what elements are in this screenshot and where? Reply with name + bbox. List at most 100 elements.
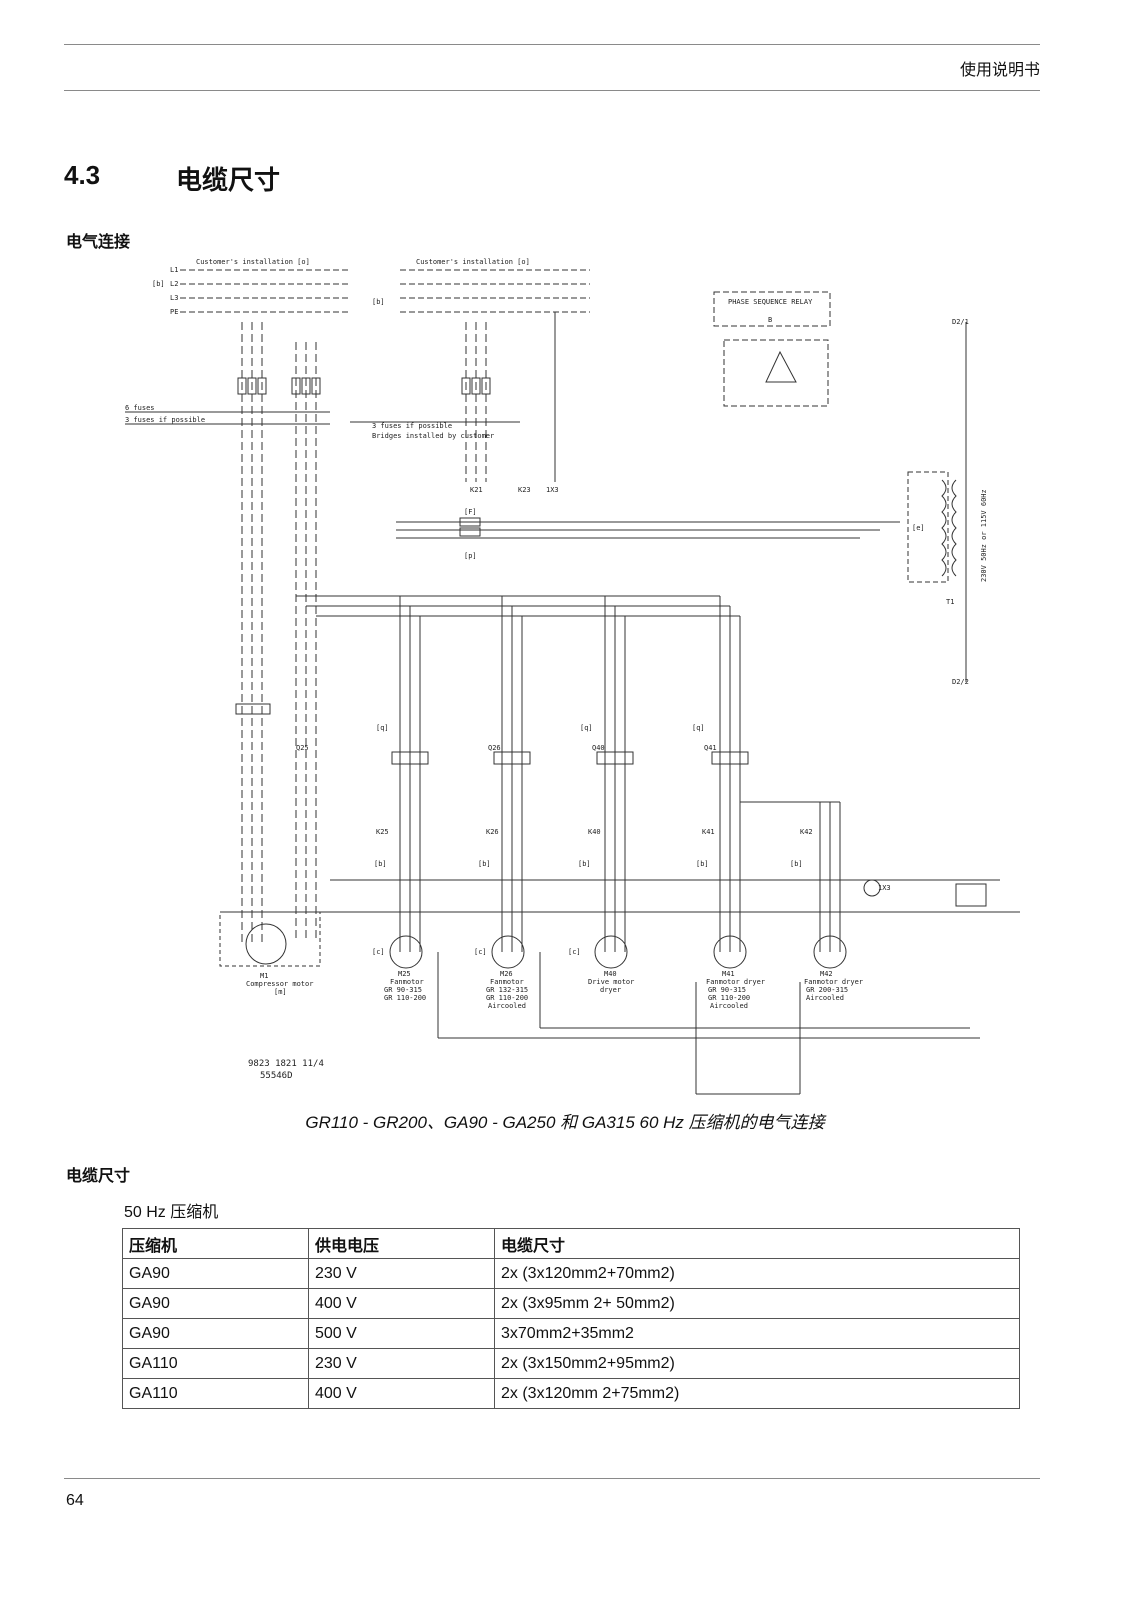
- diagram-label-m26-desc1: Fanmotor: [490, 978, 524, 986]
- diagram-label-q-q41: [q]: [692, 724, 705, 732]
- table-cell-cable-size: 3x70mm2+35mm2: [494, 1318, 1020, 1349]
- diagram-label-m41: M41: [722, 970, 735, 978]
- diagram-label-m40-desc1: Drive motor: [588, 978, 634, 986]
- diagram-label-b-right: [b]: [372, 298, 385, 306]
- table-cell-compressor: GA110: [122, 1378, 309, 1409]
- table-cell-cable-size: 2x (3x120mm 2+75mm2): [494, 1378, 1020, 1409]
- diagram-label-q-q25: [q]: [376, 724, 389, 732]
- diagram-label-m25: M25: [398, 970, 411, 978]
- table-header-row: 压缩机 供电电压 电缆尺寸: [122, 1228, 1020, 1259]
- diagram-label-k41: K41: [702, 828, 715, 836]
- table-row: GA110 400 V 2x (3x120mm 2+75mm2): [122, 1378, 1020, 1409]
- table-cell-voltage: 230 V: [308, 1258, 495, 1289]
- diagram-label-b-k41: [b]: [696, 860, 709, 868]
- diagram-label-m42: M42: [820, 970, 833, 978]
- diagram-label-q41: Q41: [704, 744, 717, 752]
- diagram-label-m25-desc2: GR 90-315: [384, 986, 422, 994]
- table-cell-compressor: GA90: [122, 1258, 309, 1289]
- diagram-label-p: [p]: [464, 552, 477, 560]
- table-cell-voltage: 400 V: [308, 1288, 495, 1319]
- diagram-label-q25: Q25: [296, 744, 309, 752]
- diagram-label-l2: L2: [170, 280, 178, 288]
- table-header-cable-size: 电缆尺寸: [494, 1228, 1020, 1259]
- table-row: GA90 400 V 2x (3x95mm 2+ 50mm2): [122, 1288, 1020, 1319]
- subheading-electrical: 电气连接: [66, 232, 131, 251]
- diagram-label-phase-sequence-relay: PHASE SEQUENCE RELAY: [728, 298, 813, 306]
- diagram-label-f: [F]: [464, 508, 477, 516]
- diagram-label-transformer-voltage: 230V 50Hz or 115V 60Hz: [980, 489, 988, 582]
- diagram-label-customer-installation-2: Customer's installation [o]: [416, 258, 530, 266]
- diagram-label-b-k26: [b]: [478, 860, 491, 868]
- diagram-label-relay-box: B: [768, 316, 772, 324]
- diagram-label-k23: K23: [518, 486, 531, 494]
- diagram-label-e: [e]: [912, 524, 925, 532]
- diagram-label-1x3: 1X3: [546, 486, 559, 494]
- table-header-compressor: 压缩机: [122, 1228, 309, 1259]
- diagram-label-k21: K21: [470, 486, 483, 494]
- diagram-label-q40: Q40: [592, 744, 605, 752]
- diagram-label-q26: Q26: [488, 744, 501, 752]
- diagram-label-k25: K25: [376, 828, 389, 836]
- diagram-label-l3: L3: [170, 294, 178, 302]
- diagram-label-q-q40: [q]: [580, 724, 593, 732]
- table-row: GA110 230 V 2x (3x150mm2+95mm2): [122, 1348, 1020, 1379]
- diagram-label-c-m26: [c]: [474, 948, 487, 956]
- diagram-label-b-k25: [b]: [374, 860, 387, 868]
- table-row: GA90 230 V 2x (3x120mm2+70mm2): [122, 1258, 1020, 1289]
- table-cell-cable-size: 2x (3x120mm2+70mm2): [494, 1258, 1020, 1289]
- diagram-code2: 55546D: [260, 1071, 293, 1081]
- diagram-label-bridges: Bridges installed by customer: [372, 432, 494, 440]
- diagram-label-fuses-6: 6 fuses: [125, 404, 155, 412]
- diagram-label-m41-desc2: GR 90-315: [708, 986, 746, 994]
- diagram-label-d2-2: D2/2: [952, 678, 969, 686]
- section-number: 4.3: [64, 160, 101, 190]
- table-cell-voltage: 400 V: [308, 1378, 495, 1409]
- diagram-label-b-k42: [b]: [790, 860, 803, 868]
- diagram-label-m26-desc4: Aircooled: [488, 1002, 526, 1010]
- table-cell-compressor: GA90: [122, 1288, 309, 1319]
- table-cell-compressor: GA90: [122, 1318, 309, 1349]
- diagram-label-fuses-3: 3 fuses if possible: [125, 416, 205, 424]
- section-title: 电缆尺寸: [176, 166, 281, 196]
- subheading-cable: 电缆尺寸: [66, 1166, 131, 1185]
- diagram-label-k26: K26: [486, 828, 499, 836]
- table-subtitle: 50 Hz 压缩机: [124, 1204, 219, 1221]
- diagram-label-m25-desc1: Fanmotor: [390, 978, 424, 986]
- cable-size-table: 压缩机 供电电压 电缆尺寸 GA90 230 V 2x (3x120mm2+70…: [122, 1228, 1020, 1409]
- diagram-label-m41-desc3: GR 110-200: [708, 994, 750, 1002]
- diagram-label-fuses-3b: 3 fuses if possible: [372, 422, 452, 430]
- footer-rule: [64, 1478, 1040, 1479]
- table-cell-compressor: GA110: [122, 1348, 309, 1379]
- diagram-label-m1: M1: [260, 972, 268, 980]
- diagram-caption: GR110 - GR200、GA90 - GA250 和 GA315 60 Hz…: [305, 1113, 825, 1132]
- diagram-label-k42: K42: [800, 828, 813, 836]
- table-cell-cable-size: 2x (3x150mm2+95mm2): [494, 1348, 1020, 1379]
- diagram-label-k40: K40: [588, 828, 601, 836]
- diagram-label-1x3-right: 1X3: [878, 884, 891, 892]
- diagram-label-m1-desc2: [m]: [274, 988, 287, 996]
- diagram-label-m1-desc1: Compressor motor: [246, 980, 313, 988]
- diagram-label-c-m40: [c]: [568, 948, 581, 956]
- diagram-label-m26-desc2: GR 132-315: [486, 986, 528, 994]
- wiring-diagram: Customer's installation [o] Customer's i…: [100, 252, 1030, 1112]
- table-cell-voltage: 230 V: [308, 1348, 495, 1379]
- diagram-label-m41-desc1: Fanmotor dryer: [706, 978, 765, 986]
- diagram-label-c-m25: [c]: [372, 948, 385, 956]
- diagram-label-m42-desc3: Aircooled: [806, 994, 844, 1002]
- diagram-label-pe: PE: [170, 308, 178, 316]
- diagram-label-d2-1: D2/1: [952, 318, 969, 326]
- diagram-label-t1: T1: [946, 598, 954, 606]
- diagram-label-m40: M40: [604, 970, 617, 978]
- diagram-code: 9823 1821 11/4: [248, 1059, 324, 1069]
- table-cell-voltage: 500 V: [308, 1318, 495, 1349]
- header-title: 使用说明书: [959, 60, 1040, 79]
- diagram-label-m25-desc3: GR 110-200: [384, 994, 426, 1002]
- diagram-label-m41-desc4: Aircooled: [710, 1002, 748, 1010]
- diagram-label-l1: L1: [170, 266, 178, 274]
- table-header-voltage: 供电电压: [308, 1228, 495, 1259]
- diagram-label-m26: M26: [500, 970, 513, 978]
- header-rule-bottom: [64, 90, 1040, 91]
- diagram-label-m42-desc2: GR 200-315: [806, 986, 848, 994]
- diagram-label-customer-installation-1: Customer's installation [o]: [196, 258, 310, 266]
- diagram-label-b-left: [b]: [152, 280, 165, 288]
